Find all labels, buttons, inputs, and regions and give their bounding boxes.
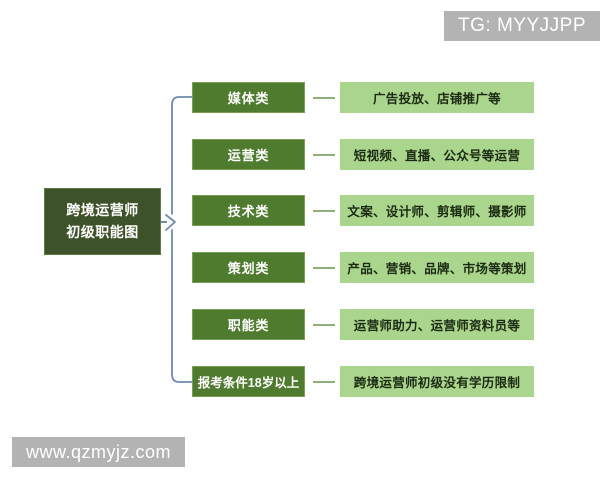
root-node-line-1: 跨境运营师 — [66, 201, 139, 218]
detail-node-media[interactable]: 广告投放、店铺推广等 — [340, 82, 534, 113]
watermark-bottom-left: www.qzmyjz.com — [12, 437, 186, 467]
branch-node-technical[interactable]: 技术类 — [192, 195, 305, 226]
branch-node-planning[interactable]: 策划类 — [192, 252, 305, 283]
branch-node-functional[interactable]: 职能类 — [192, 309, 305, 340]
connector-functional — [313, 324, 335, 326]
connector-technical — [313, 210, 335, 212]
detail-node-requirements[interactable]: 跨境运营师初级没有学历限制 — [340, 366, 534, 397]
detail-node-technical[interactable]: 文案、设计师、剪辑师、摄影师 — [340, 195, 534, 226]
detail-node-planning[interactable]: 产品、营销、品牌、市场等策划 — [340, 252, 534, 283]
connector-media — [313, 97, 335, 99]
root-node-line-2: 初级职能图 — [66, 223, 139, 240]
branch-node-operations[interactable]: 运营类 — [192, 139, 305, 170]
connector-planning — [313, 267, 335, 269]
branch-node-media[interactable]: 媒体类 — [192, 82, 305, 113]
detail-node-operations[interactable]: 短视频、直播、公众号等运营 — [340, 139, 534, 170]
root-node[interactable]: 跨境运营师 初级职能图 — [44, 188, 161, 255]
connector-requirements — [313, 381, 335, 383]
branch-node-requirements[interactable]: 报考条件18岁以上 — [192, 366, 305, 397]
watermark-top-right: TG: MYYJJPP — [444, 11, 600, 41]
connector-operations — [313, 154, 335, 156]
detail-node-functional[interactable]: 运营师助力、运营师资料员等 — [340, 309, 534, 340]
